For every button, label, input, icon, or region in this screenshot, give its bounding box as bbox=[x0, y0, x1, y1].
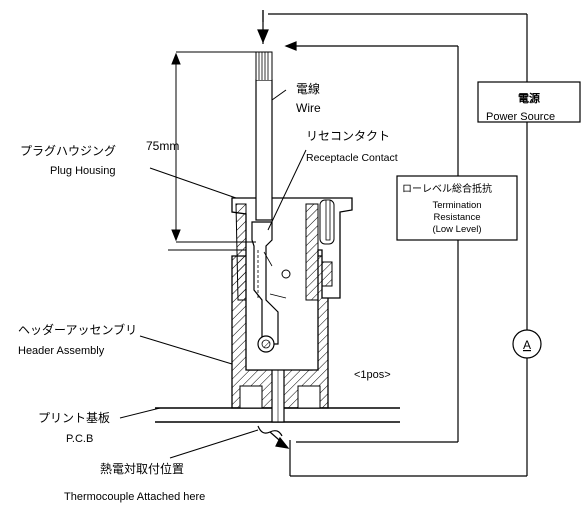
wire-label-jp: 電線 bbox=[296, 81, 320, 96]
header-label-en: Header Assembly bbox=[18, 345, 105, 357]
plug-label-jp: プラグハウジング bbox=[20, 144, 116, 158]
ammeter-icon bbox=[512, 329, 542, 359]
position-label: <1pos> bbox=[354, 369, 391, 381]
thermocouple-label-en: Thermocouple Attached here bbox=[64, 491, 205, 503]
receptacle-contact bbox=[251, 221, 291, 353]
thermocouple-mark bbox=[257, 425, 290, 449]
power-source-box bbox=[477, 81, 581, 123]
plug-label-en: Plug Housing bbox=[50, 165, 115, 177]
term-label-en-2: Resistance bbox=[434, 212, 481, 223]
power-label-jp: 電源 bbox=[518, 91, 540, 105]
pcb-label-jp: プリント基板 bbox=[38, 411, 110, 425]
contact-label-en: Receptacle Contact bbox=[306, 152, 398, 164]
leader-lines bbox=[119, 89, 307, 459]
dimension-75mm bbox=[168, 51, 256, 251]
ammeter-label: A bbox=[523, 338, 531, 352]
contact-label-jp: リセコンタクト bbox=[306, 129, 390, 143]
plug-housing bbox=[231, 197, 353, 371]
term-label-en-1: Termination bbox=[432, 200, 481, 211]
termination-resistance-box bbox=[396, 175, 518, 241]
term-label-jp: ローレベル総合抵抗 bbox=[402, 182, 492, 195]
thermocouple-label-jp: 熱電対取付位置 bbox=[100, 461, 184, 476]
power-label-en: Power Source bbox=[486, 111, 555, 123]
wire-label-en: Wire bbox=[296, 101, 321, 115]
pcb-label-en: P.C.B bbox=[66, 433, 93, 445]
header-label-jp: ヘッダーアッセンブリ bbox=[18, 322, 137, 337]
term-label-en-3: (Low Level) bbox=[432, 224, 481, 235]
dimension-label: 75mm bbox=[146, 139, 179, 153]
wire bbox=[255, 51, 273, 221]
